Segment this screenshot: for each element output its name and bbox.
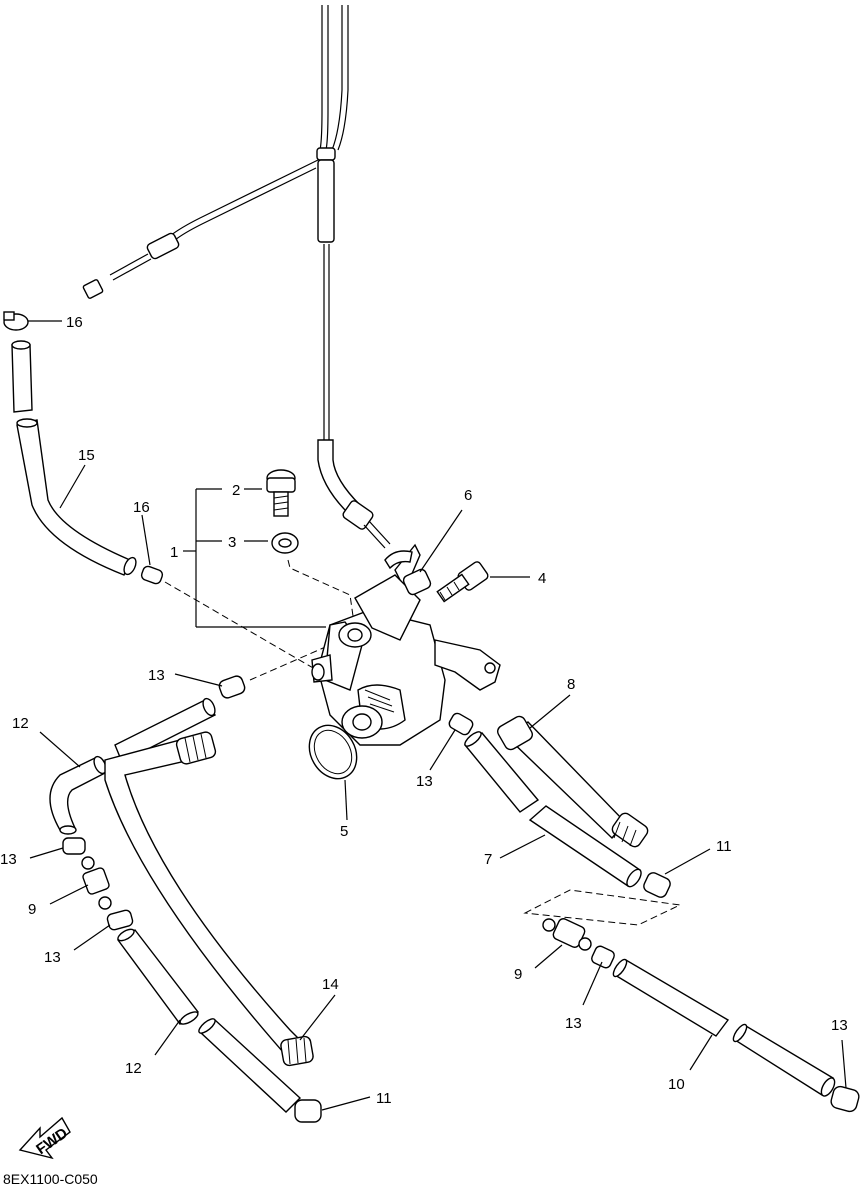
hose-8	[497, 694, 649, 848]
callout-3: 3	[228, 534, 236, 551]
hose-7	[463, 731, 642, 888]
hose-15	[11, 340, 137, 576]
callout-16-mid: 16	[133, 499, 150, 516]
callout-13-d: 13	[416, 773, 433, 790]
clamp-13-f	[830, 1039, 860, 1113]
clamp-16-mid	[140, 514, 164, 585]
clamp-11-left	[294, 1096, 371, 1123]
callout-10: 10	[668, 1076, 685, 1093]
pump-body	[311, 543, 501, 746]
callout-1: 1	[170, 544, 178, 561]
clamp-13-a	[174, 673, 246, 699]
hose-12-upper	[39, 697, 217, 835]
clamp-13-c	[73, 909, 134, 951]
callout-5: 5	[340, 823, 348, 840]
washer-3	[271, 532, 299, 554]
callout-11-right: 11	[716, 838, 732, 855]
control-cable	[82, 5, 391, 549]
clamp-13-d	[429, 712, 474, 771]
callout-13-b: 13	[0, 851, 17, 868]
hose-12-lower	[116, 928, 200, 1056]
callout-16-top: 16	[66, 314, 83, 331]
clamp-11-right	[643, 848, 711, 898]
diagram-code: 8EX1100-C050	[3, 1171, 98, 1187]
bolt-2	[266, 469, 296, 517]
callout-13-a: 13	[148, 667, 165, 684]
callout-13-e: 13	[565, 1015, 582, 1032]
callout-9-right: 9	[514, 966, 522, 983]
label-1-bracket	[183, 488, 326, 628]
clamp-16-top	[3, 311, 62, 331]
hose-lower-left	[198, 1018, 302, 1113]
hose-10	[612, 958, 836, 1097]
callout-2: 2	[232, 482, 240, 499]
callout-12-lower: 12	[125, 1060, 142, 1077]
callout-14: 14	[322, 976, 339, 993]
callout-7: 7	[484, 851, 492, 868]
joint-9-right	[534, 918, 592, 969]
callout-15: 15	[78, 447, 95, 464]
callout-6: 6	[464, 487, 472, 504]
clamp-13-e	[582, 945, 615, 1006]
joint-9-left	[49, 856, 112, 910]
o-ring-5	[308, 724, 358, 821]
fwd-arrow-icon: FWD	[18, 1116, 71, 1160]
callout-11-left: 11	[376, 1090, 392, 1107]
callout-8: 8	[567, 676, 575, 693]
callout-4: 4	[538, 570, 546, 587]
hose-14	[104, 731, 336, 1067]
bolt-4	[436, 561, 530, 603]
callout-9-left: 9	[28, 901, 36, 918]
clamp-13-b	[29, 837, 86, 859]
callout-12-upper: 12	[12, 715, 29, 732]
callout-13-c: 13	[44, 949, 61, 966]
collar-6	[402, 509, 463, 596]
callout-13-f: 13	[831, 1017, 848, 1034]
